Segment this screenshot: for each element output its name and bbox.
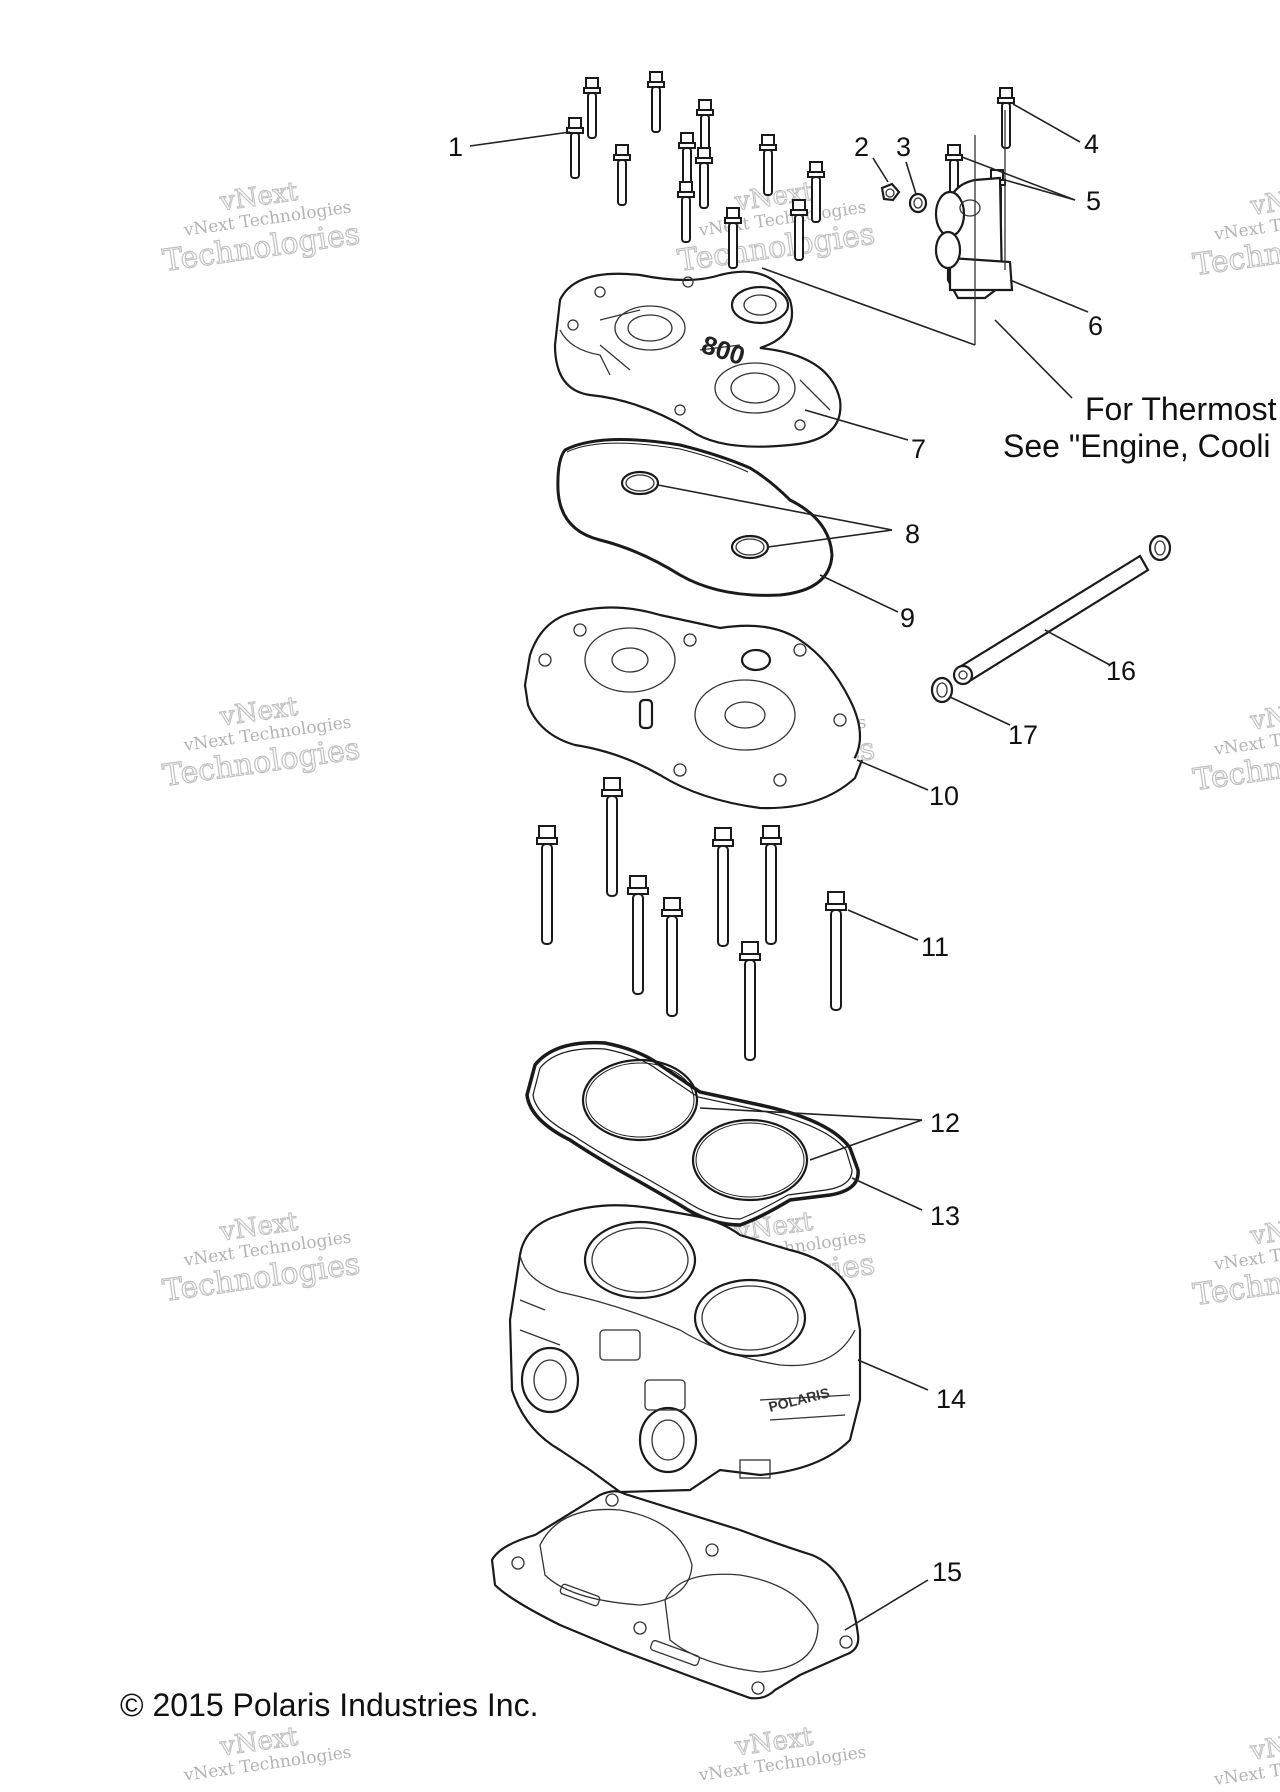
callout-1: 1 — [448, 132, 463, 162]
callout-13: 13 — [930, 1201, 960, 1231]
part-12-cylinder-o-rings — [581, 1058, 809, 1202]
callout-5: 5 — [1086, 186, 1101, 216]
watermark-left-3: vNext vNext Technologies Technologies — [160, 1206, 363, 1309]
note-line-2: See "Engine, Cooli — [1003, 428, 1271, 464]
callout-8: 8 — [905, 519, 920, 549]
callout-7: 7 — [911, 434, 926, 464]
part-7-head-cover: 800 — [553, 270, 842, 448]
part-14-cylinder-block: POLARIS — [508, 1204, 862, 1494]
callout-16: 16 — [1106, 656, 1136, 686]
watermark-left-2: vNext vNext Technologies Technologies — [160, 691, 363, 794]
part-2-bleed-screw — [880, 182, 901, 202]
watermark-right-4: vNext vNext Te — [1212, 1725, 1280, 1791]
part-3-washer — [908, 192, 928, 214]
callout-15: 15 — [932, 1557, 962, 1587]
watermark-left-1: vNext vNext Technologies Technologies — [160, 176, 363, 279]
part-10-cylinder-head — [523, 606, 864, 810]
part-8-o-rings — [620, 470, 770, 560]
part-11-cylinder-bolts — [536, 777, 847, 1061]
callout-9: 9 — [900, 603, 915, 633]
watermark-right-3: vNext vNext Te Techno — [1190, 1210, 1280, 1313]
watermark-center-4: vNext vNext Technologies — [697, 1721, 868, 1786]
watermark-right-1: vNext vNext Te Techno — [1190, 180, 1280, 283]
callout-3: 3 — [896, 132, 911, 162]
copyright-text: © 2015 Polaris Industries Inc. — [120, 1687, 538, 1723]
svg-text:vNext Te: vNext Te — [1212, 1760, 1280, 1791]
callout-11: 11 — [921, 932, 949, 962]
watermark-right-2: vNext vNext Te Techno — [1190, 695, 1280, 798]
part-13-gasket — [525, 1040, 860, 1227]
callout-12: 12 — [930, 1108, 960, 1138]
callout-14: 14 — [936, 1384, 966, 1414]
watermark-left-4: vNext vNext Technologies — [182, 1721, 353, 1786]
leader-lines — [469, 103, 1111, 1631]
part-16-hose — [952, 554, 1150, 686]
callout-labels: 1 2 3 4 5 6 7 8 9 16 17 10 11 12 13 14 1… — [448, 129, 1136, 1587]
part-17-hose-clamps — [930, 534, 1172, 704]
callout-6: 6 — [1088, 311, 1103, 341]
callout-17: 17 — [1008, 720, 1038, 750]
callout-4: 4 — [1084, 129, 1099, 159]
part-6-thermostat-housing — [934, 110, 1014, 345]
callout-10: 10 — [929, 781, 959, 811]
part-15-base-gasket — [490, 1490, 860, 1700]
thermostat-note: For Thermost See "Engine, Cooli — [1003, 391, 1277, 464]
callout-2: 2 — [854, 132, 869, 162]
part-9-head-seal — [556, 438, 834, 597]
note-line-1: For Thermost — [1085, 391, 1277, 427]
